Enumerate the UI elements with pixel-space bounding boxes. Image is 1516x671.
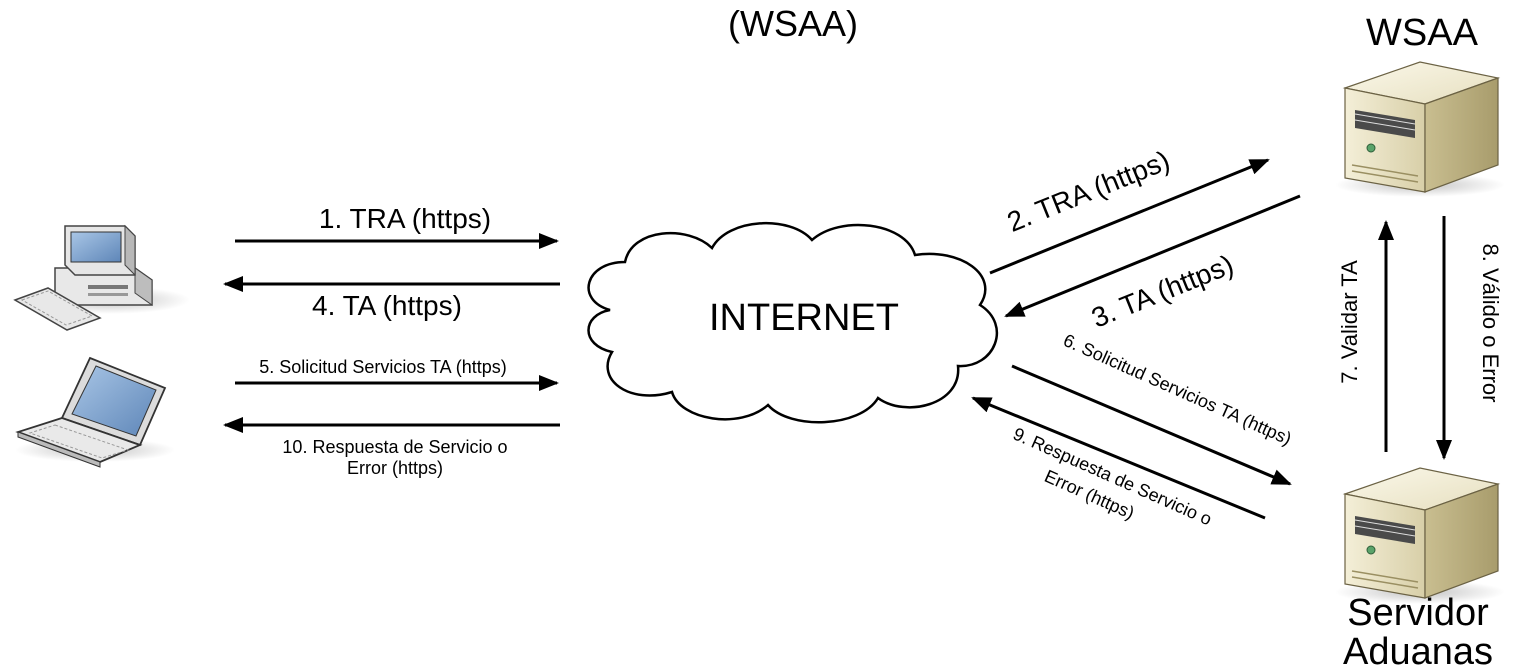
label-step4: 4. TA (https) [312,290,462,321]
arrow-step6 [1011,364,1292,486]
desktop-computer-icon [13,224,190,331]
aduanas-server-label-line1: Servidor [1347,592,1489,634]
internet-cloud: INTERNET [587,222,998,424]
aduanas-server-label-line2: Aduanas [1343,631,1493,671]
wsaa-server-label: WSAA [1366,12,1479,54]
label-step10-line2: Error (https) [347,458,443,478]
label-step7: 7. Validar TA [1337,260,1362,384]
label-step2: 2. TRA (https) [1003,145,1174,238]
label-step6: 6. Solicitud Servicios TA (https) [1060,330,1294,449]
aduanas-server-icon [1335,467,1505,604]
cloud-label: INTERNET [709,297,899,339]
label-step3: 3. TA (https) [1087,249,1238,334]
diagram-title: (WSAA) [728,3,858,44]
label-step5: 5. Solicitud Servicios TA (https) [259,357,506,377]
arrow-step9 [971,396,1266,520]
arrow-step2 [989,158,1270,275]
label-step8: 8. Válido o Error [1478,244,1503,403]
wsaa-server-icon [1335,61,1505,197]
laptop-icon [15,356,175,468]
arrow-step3 [1004,194,1301,318]
label-step1: 1. TRA (https) [319,203,491,234]
label-step10-line1: 10. Respuesta de Servicio o [282,437,507,457]
